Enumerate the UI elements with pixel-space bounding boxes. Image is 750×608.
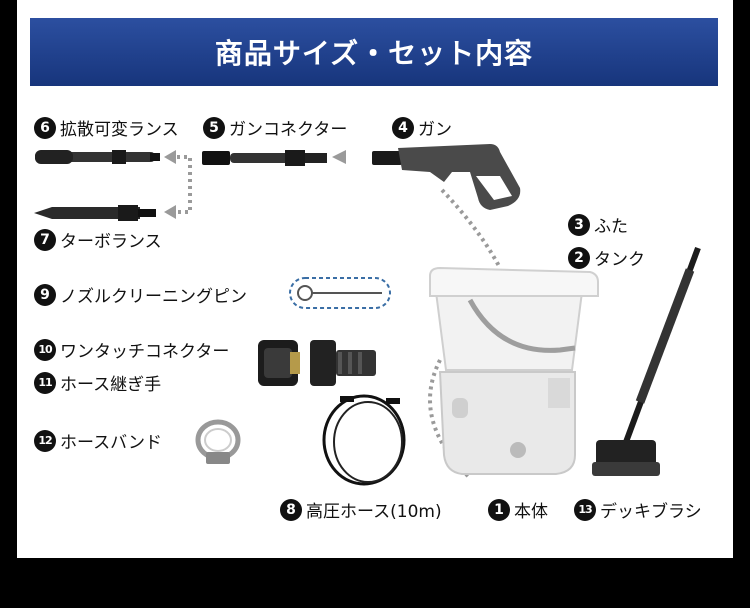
- number-badge: 10: [34, 338, 56, 361]
- title-banner: 商品サイズ・セット内容: [30, 18, 718, 86]
- number-badge: 3: [568, 213, 590, 236]
- label-hose-fitting: 11 ホース継ぎ手: [34, 370, 161, 395]
- item-label: デッキブラシ: [600, 502, 702, 522]
- one-touch-connector-image: [258, 340, 300, 386]
- label-deck-brush: 13 デッキブラシ: [574, 497, 702, 522]
- item-label: タンク: [594, 250, 645, 270]
- label-turbo-lance: 7 ターボランス: [34, 227, 162, 252]
- item-label: 本体: [514, 502, 548, 522]
- label-lid: 3 ふた: [568, 212, 628, 237]
- item-label: ガンコネクター: [229, 120, 348, 140]
- turbo-lance-image: [34, 205, 156, 221]
- number-badge: 11: [34, 371, 56, 394]
- number-badge: 5: [203, 116, 225, 139]
- label-cleaning-pin: 9 ノズルクリーニングピン: [34, 282, 247, 307]
- number-badge: 1: [488, 498, 510, 521]
- number-badge: 7: [34, 228, 56, 251]
- label-one-touch-connector: 10 ワンタッチコネクター: [34, 337, 229, 362]
- label-main-body: 1 本体: [488, 497, 548, 522]
- label-high-pressure-hose: 8 高圧ホース(10m): [280, 497, 442, 522]
- diffusion-lance-image: [35, 150, 160, 164]
- item-label: ふた: [594, 217, 628, 237]
- number-badge: 9: [34, 283, 56, 306]
- item-label: ガン: [418, 120, 452, 140]
- lid-image: [429, 266, 599, 297]
- deck-brush-image: [592, 246, 701, 476]
- spray-gun-image: [372, 144, 521, 210]
- label-tank: 2 タンク: [568, 245, 645, 270]
- item-label: ホースバンド: [60, 433, 162, 453]
- number-badge: 2: [568, 246, 590, 269]
- item-label: ターボランス: [60, 232, 162, 252]
- item-label: 高圧ホース(10m): [306, 502, 442, 522]
- number-badge: 8: [280, 498, 302, 521]
- label-diffusion-lance: 6 拡散可変ランス: [34, 115, 179, 140]
- item-label: ワンタッチコネクター: [60, 342, 230, 362]
- washer-body-image: [438, 371, 576, 475]
- hose-band-image: [195, 419, 241, 464]
- hose-fitting-image: [310, 340, 376, 386]
- tank-image: [434, 291, 584, 371]
- high-pressure-hose-image: [322, 394, 406, 486]
- label-hose-band: 12 ホースバンド: [34, 428, 162, 453]
- item-label: 拡散可変ランス: [60, 120, 179, 140]
- label-gun-connector: 5 ガンコネクター: [203, 115, 347, 140]
- number-badge: 12: [34, 429, 56, 452]
- number-badge: 4: [392, 116, 414, 139]
- number-badge: 6: [34, 116, 56, 139]
- item-label: ノズルクリーニングピン: [60, 287, 247, 307]
- cleaning-pin-image: [289, 277, 391, 309]
- page-title: 商品サイズ・セット内容: [214, 37, 534, 70]
- arrow-icons: [164, 150, 346, 219]
- number-badge: 13: [574, 498, 596, 521]
- label-gun: 4 ガン: [392, 115, 452, 140]
- item-label: ホース継ぎ手: [60, 375, 162, 395]
- gun-connector-image: [202, 150, 327, 166]
